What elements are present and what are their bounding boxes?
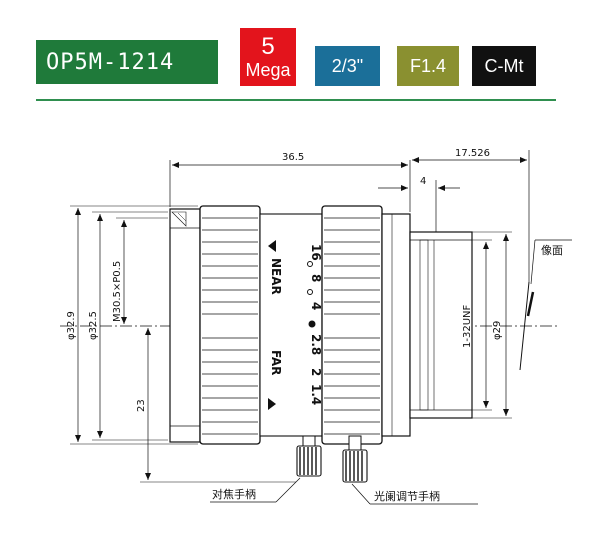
aperture-scale-2-8: 2.8 — [309, 334, 323, 355]
dim-outer-diameter: φ32.9 — [66, 205, 198, 445]
iris-handle-knob — [342, 435, 368, 483]
dim-thread-length: 4 — [378, 176, 460, 232]
iris-handle-callout: 光阑调节手柄 — [351, 483, 478, 505]
focus-ring — [199, 205, 261, 445]
dim-flange: 17.526 — [412, 148, 530, 282]
dim-mount-thread-label: 1-32UNF — [462, 305, 473, 348]
dim-mount-thread: 1-32UNF — [462, 239, 492, 411]
index-mark — [308, 320, 316, 328]
far-label: FAR — [269, 350, 283, 375]
dim-flange-label: 17.526 — [455, 148, 490, 159]
dim-rear-diameter: φ29 — [472, 231, 512, 419]
dim-half-height: 23 — [136, 328, 296, 483]
c-mount — [409, 231, 473, 419]
near-label: NEAR — [269, 258, 283, 295]
spec-header: OP5M-1214 5 Mega 2/3" F1.4 C-Mt — [0, 0, 602, 110]
dim-barrel-diameter-label: φ32.5 — [88, 311, 99, 340]
dim-filter-thread: M30.5×P0.5 — [112, 217, 168, 324]
dim-length-label: 36.5 — [282, 152, 304, 163]
dim-filter-thread-label: M30.5×P0.5 — [112, 261, 123, 322]
aperture-scale-2: 2 — [309, 368, 323, 376]
aperture-scale-8: 8 — [309, 274, 323, 282]
image-plane: 像面 — [519, 239, 572, 371]
aperture-scale-1-4: 1.4 — [309, 384, 323, 405]
iris-handle-label: 光阑调节手柄 — [374, 489, 440, 503]
dim-thread-length-label: 4 — [420, 176, 426, 187]
megapixel-number: 5 — [261, 33, 275, 60]
sensor-format-badge: 2/3" — [315, 46, 380, 86]
model-badge: OP5M-1214 — [36, 40, 218, 84]
focus-handle-callout: 对焦手柄 — [210, 477, 301, 503]
dim-rear-diameter-label: φ29 — [492, 321, 503, 340]
mount-badge: C-Mt — [472, 46, 536, 86]
front-barrel — [169, 208, 201, 443]
focus-handle-knob — [296, 435, 322, 477]
dim-outer-diameter-label: φ32.9 — [66, 311, 77, 340]
aperture-badge: F1.4 — [397, 46, 459, 86]
far-arrow-icon — [268, 398, 276, 410]
near-arrow-icon — [268, 240, 276, 252]
iris-ring — [321, 205, 383, 445]
rear-body — [381, 213, 411, 437]
aperture-scale-16: 16 — [309, 244, 323, 261]
megapixel-label: Mega — [245, 60, 291, 80]
dim-length: 36.5 — [169, 152, 411, 212]
header-divider — [36, 99, 556, 101]
aperture-scale-4: 4 — [309, 302, 323, 310]
focus-handle-label: 对焦手柄 — [212, 487, 256, 501]
dim-barrel-diameter: φ32.5 — [88, 211, 168, 441]
image-plane-label: 像面 — [541, 244, 563, 257]
scale-band: NEAR FAR 16 8 4 2.8 2 1.4 — [259, 213, 323, 437]
dim-half-height-label: 23 — [136, 399, 147, 412]
megapixel-badge: 5 Mega — [240, 28, 296, 86]
